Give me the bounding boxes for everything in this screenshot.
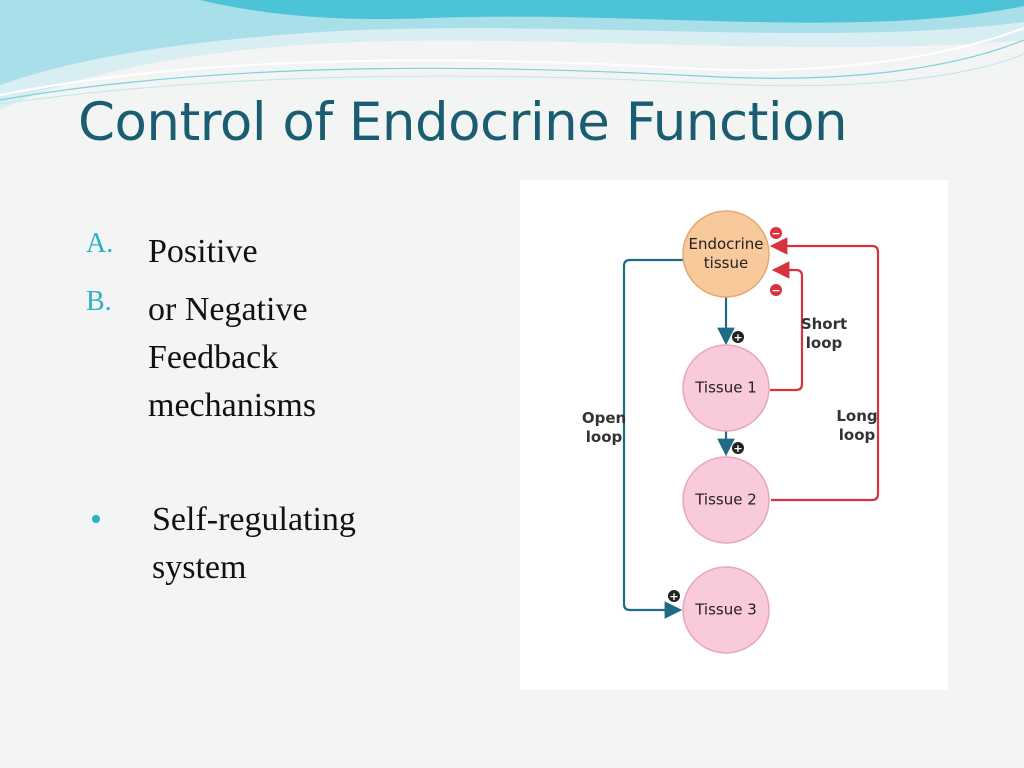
bullet-item-negative: B. or Negative Feedback mechanisms bbox=[86, 286, 316, 430]
slide-title: Control of Endocrine Function bbox=[78, 92, 848, 153]
svg-text:+: + bbox=[733, 331, 742, 344]
open-loop-label: Open loop bbox=[581, 409, 627, 446]
bullet-text: Positive bbox=[148, 233, 258, 270]
open-loop-arrow bbox=[622, 258, 683, 619]
tissue1-node bbox=[682, 344, 770, 432]
svg-text:−: − bbox=[771, 284, 780, 297]
long-loop-arrow bbox=[769, 237, 880, 502]
bullet-text: or Negative Feedback mechanisms bbox=[148, 291, 317, 424]
bullet-marker: A. bbox=[86, 228, 114, 259]
tissue3-label: Tissue 3 bbox=[695, 600, 757, 619]
positive-sign-icon: + bbox=[668, 590, 680, 603]
long-loop-label: Long loop bbox=[836, 407, 878, 444]
tissue3-node bbox=[682, 566, 770, 654]
endocrine-tissue-label: Endocrine tissue bbox=[688, 235, 764, 272]
tissue1-label: Tissue 1 bbox=[695, 378, 757, 397]
svg-text:+: + bbox=[733, 442, 742, 455]
positive-sign-icon: + bbox=[732, 331, 744, 344]
positive-sign-icon: + bbox=[732, 442, 744, 455]
bullet-item-positive: A. Positive bbox=[86, 228, 258, 276]
bullet-dot-icon: • bbox=[90, 501, 102, 538]
endocrine-tissue-node bbox=[682, 210, 770, 298]
svg-text:−: − bbox=[771, 227, 780, 240]
header-wave-decoration bbox=[0, 0, 1024, 110]
bullet-text: Self-regulating system bbox=[152, 501, 356, 586]
short-loop-label: Short loop bbox=[800, 315, 848, 352]
short-loop-arrow bbox=[770, 261, 804, 392]
bullet-marker: B. bbox=[86, 286, 112, 317]
feedback-loop-diagram: + + + − − Endocrine tissue Tissue 1 Tiss… bbox=[520, 180, 948, 690]
svg-text:+: + bbox=[669, 590, 678, 603]
tissue2-node bbox=[682, 456, 770, 544]
tissue2-label: Tissue 2 bbox=[695, 490, 757, 509]
bullet-item-self-regulating: • Self-regulating system bbox=[86, 496, 356, 592]
negative-sign-icon: − bbox=[770, 227, 782, 240]
negative-sign-icon: − bbox=[770, 284, 782, 297]
